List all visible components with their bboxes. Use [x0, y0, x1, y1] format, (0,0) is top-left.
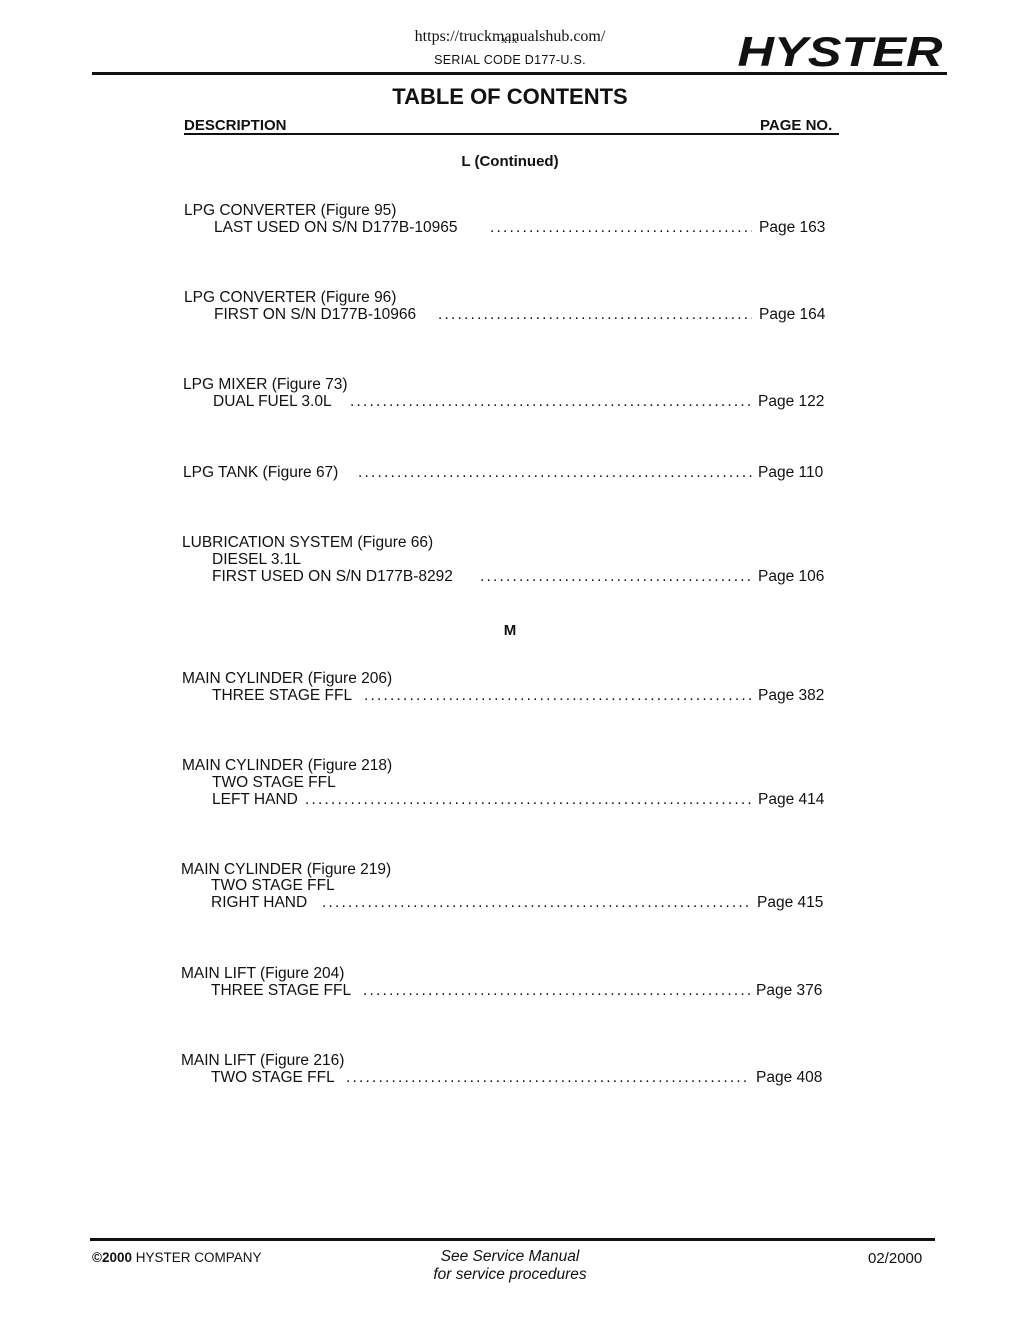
section-heading-m: M — [503, 622, 517, 639]
column-header-page: PAGE NO. — [760, 117, 833, 134]
hyster-logo-text: HYSTER — [738, 28, 944, 72]
footer-note: See Service Manual for service procedure… — [0, 1248, 1020, 1284]
hyster-logo: HYSTER — [738, 28, 944, 72]
toc-entry-title[interactable]: LPG MIXER (Figure 73) — [183, 376, 348, 393]
toc-entry-subtitle: DIESEL 3.1L — [212, 551, 302, 568]
toc-entry-title[interactable]: LPG TANK (Figure 67) — [183, 464, 339, 481]
toc-entry-page[interactable]: Page 415 — [757, 894, 824, 911]
toc-entry-title[interactable]: LPG CONVERTER (Figure 96) — [184, 289, 397, 306]
page-title: TABLE OF CONTENTS — [392, 84, 628, 109]
toc-entry-page[interactable]: Page 376 — [756, 982, 823, 999]
toc-entry-title[interactable]: MAIN LIFT (Figure 204) — [181, 965, 345, 982]
dot-leader: ........................................… — [480, 568, 752, 585]
footer-note-line2: for service procedures — [433, 1266, 587, 1283]
dot-leader: ........................................… — [322, 894, 752, 911]
toc-entry-page[interactable]: Page 163 — [759, 219, 826, 236]
toc-entry-page[interactable]: Page 106 — [758, 568, 825, 585]
toc-entry-subtitle: TWO STAGE FFL — [212, 774, 336, 791]
footer-note-line1: See Service Manual — [440, 1248, 580, 1265]
toc-entry-title[interactable]: LUBRICATION SYSTEM (Figure 66) — [182, 534, 434, 551]
column-header-rule — [184, 133, 839, 135]
section-heading-l: L (Continued) — [461, 153, 559, 170]
toc-entry-title[interactable]: MAIN LIFT (Figure 216) — [181, 1052, 345, 1069]
dot-leader: ........................................… — [490, 219, 752, 236]
footer-copyright: ©2000 HYSTER COMPANY — [92, 1250, 262, 1265]
toc-entry-title[interactable]: LPG CONVERTER (Figure 95) — [184, 202, 397, 219]
toc-entry-subtitle: THREE STAGE FFL — [212, 687, 353, 704]
page-number: xix — [501, 34, 519, 46]
dot-leader: ........................................… — [350, 393, 752, 410]
toc-entry-title[interactable]: MAIN CYLINDER (Figure 219) — [181, 861, 392, 878]
footer-rule — [90, 1238, 935, 1241]
toc-entry-page[interactable]: Page 408 — [756, 1069, 823, 1086]
source-url[interactable]: https://truckmanualshub.com/ — [414, 28, 606, 45]
toc-entry-page[interactable]: Page 382 — [758, 687, 825, 704]
toc-entry-page[interactable]: Page 164 — [759, 306, 826, 323]
toc-entry-subtitle: THREE STAGE FFL — [211, 982, 352, 999]
toc-entry-subtitle: LEFT HAND — [212, 791, 298, 808]
company-name: HYSTER COMPANY — [131, 1250, 262, 1265]
toc-entry-page[interactable]: Page 110 — [758, 464, 824, 481]
dot-leader: ........................................… — [346, 1069, 750, 1086]
toc-entry-subtitle: FIRST ON S/N D177B-10966 — [214, 306, 417, 323]
toc-entry-subtitle: TWO STAGE FFL — [211, 877, 335, 894]
toc-entry-page[interactable]: Page 414 — [758, 791, 825, 808]
header-rule — [92, 72, 947, 75]
dot-leader: ........................................… — [358, 464, 752, 481]
toc-entry-title[interactable]: MAIN CYLINDER (Figure 206) — [182, 670, 393, 687]
toc-entry-page[interactable]: Page 122 — [758, 393, 825, 410]
toc-entry-subtitle: FIRST USED ON S/N D177B-8292 — [212, 568, 453, 585]
toc-entry-title[interactable]: MAIN CYLINDER (Figure 218) — [182, 757, 393, 774]
dot-leader: ........................................… — [305, 791, 752, 808]
toc-entry-subtitle: DUAL FUEL 3.0L — [213, 393, 332, 410]
dot-leader: ........................................… — [438, 306, 752, 323]
copyright-year: ©2000 — [92, 1250, 132, 1265]
column-header-description: DESCRIPTION — [184, 117, 287, 134]
dot-leader: ........................................… — [364, 687, 752, 704]
toc-entry-subtitle: RIGHT HAND — [211, 894, 308, 911]
toc-entry-subtitle: LAST USED ON S/N D177B-10965 — [214, 219, 458, 236]
footer-date: 02/2000 — [868, 1250, 923, 1267]
toc-entry-subtitle: TWO STAGE FFL — [211, 1069, 335, 1086]
serial-code: SERIAL CODE D177-U.S. — [434, 53, 586, 67]
dot-leader: ........................................… — [363, 982, 750, 999]
